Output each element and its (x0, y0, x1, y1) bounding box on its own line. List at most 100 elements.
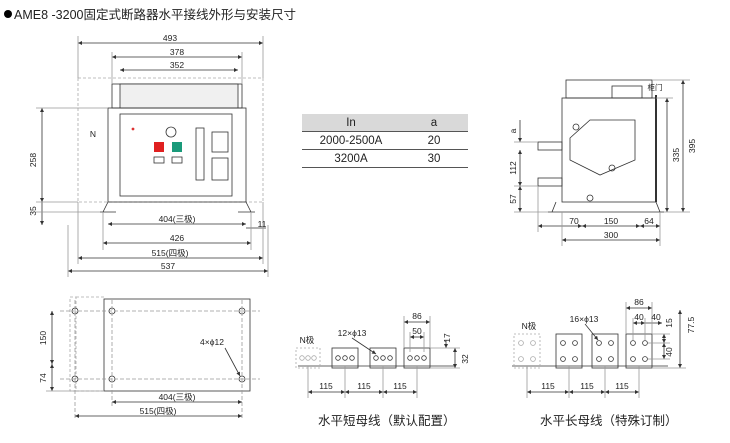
current-dimension-table: In a 2000-2500A 20 3200A 30 (302, 114, 468, 168)
side-top (565, 79, 653, 99)
dim-150: 150 (604, 216, 618, 226)
mounting-labels: 150 74 4×ϕ12 404(三极) 515(四极) (38, 331, 224, 416)
side-mechanism (569, 119, 636, 176)
pitch-115: 115 (580, 381, 594, 391)
dim-395: 395 (687, 139, 697, 153)
red-dot-icon (131, 127, 135, 131)
long-busbar-labels: N极 16×ϕ13 86 40 40 15 77.5 40 115 115 11… (522, 297, 696, 391)
dim-17: 17 (442, 333, 452, 343)
dim-32: 32 (460, 354, 470, 364)
dim-77-5: 77.5 (686, 316, 696, 333)
long-busbar-view (512, 302, 686, 398)
table-header: In (302, 114, 400, 132)
base-plate (103, 298, 251, 392)
hole-spec: 4×ϕ12 (200, 337, 224, 347)
table-row: 2000-2500A 20 (302, 131, 468, 150)
dim-150: 150 (38, 331, 48, 345)
long-busbar-caption: 水平长母线（特殊订制） (540, 414, 678, 428)
side-pivot (572, 123, 580, 131)
table-cell: 2000-2500A (302, 131, 400, 150)
short-busbar-view (295, 316, 460, 398)
table-header-row: In a (302, 114, 468, 132)
table-row: 3200A 30 (302, 149, 468, 168)
pitch-115: 115 (615, 381, 629, 391)
side-body (561, 97, 657, 203)
n-pole-label: N极 (300, 335, 315, 345)
dim-335: 335 (671, 148, 681, 162)
mounting-view (46, 296, 260, 420)
side-view (514, 79, 690, 246)
busbar-terminal (591, 333, 619, 369)
leader-line (351, 337, 377, 355)
dim-15: 15 (664, 318, 674, 328)
dim-515: 515(四极) (140, 406, 177, 416)
dim-378: 378 (170, 47, 184, 57)
indicator-circle (165, 126, 177, 138)
dim-35: 35 (28, 206, 38, 216)
title-text: AME8 -3200固定式断路器水平接线外形与安装尺寸 (14, 8, 296, 22)
label-window (171, 156, 183, 164)
side-labels: 柜门 a 112 57 335 395 70 150 64 300 (508, 82, 697, 240)
on-button-icon (172, 142, 182, 152)
front-panel (119, 113, 233, 197)
dim-515: 515(四极) (152, 248, 189, 258)
dim-537: 537 (161, 261, 175, 271)
hole-spec: 12×ϕ13 (338, 328, 367, 338)
door-label: 柜门 (648, 82, 663, 92)
short-busbar-caption: 水平短母线（默认配置） (318, 414, 456, 428)
dim-50: 50 (412, 326, 422, 336)
dim-64: 64 (644, 216, 654, 226)
dim-112: 112 (508, 161, 518, 175)
dim-258: 258 (28, 153, 38, 167)
table-cell: 30 (400, 149, 468, 168)
terminal-holes (299, 355, 427, 361)
pitch-115: 115 (319, 381, 333, 391)
side-pivot (586, 194, 594, 202)
dim-11: 11 (258, 219, 267, 229)
dim-40: 40 (664, 347, 674, 357)
dim-426: 426 (170, 233, 184, 243)
dim-86: 86 (634, 297, 644, 307)
display-window (211, 131, 229, 153)
busbar-terminal (555, 333, 583, 369)
front-labels: 493 378 352 N 258 35 404(三极) 11 426 515(… (28, 33, 267, 271)
breaker-body (107, 107, 247, 203)
side-top-block (611, 85, 643, 99)
dim-300: 300 (604, 230, 618, 240)
off-button-icon (154, 142, 164, 152)
top-panel (119, 83, 239, 109)
leader-line (224, 347, 241, 377)
n-pole-busbar (513, 333, 541, 369)
dim-404: 404(三极) (159, 214, 196, 224)
pitch-115: 115 (541, 381, 555, 391)
table-header: a (400, 114, 468, 132)
side-pivot (608, 164, 616, 172)
busbar-lower (537, 177, 563, 187)
bullet-icon (4, 10, 12, 18)
dim-40a: 40 (634, 312, 644, 322)
table-cell: 3200A (302, 149, 400, 168)
dim-a: a (508, 128, 518, 133)
display-window (211, 157, 229, 181)
dim-70: 70 (569, 216, 579, 226)
hole-spec: 16×ϕ13 (570, 314, 599, 324)
dim-352: 352 (170, 60, 184, 70)
n-pole-label: N极 (522, 321, 537, 331)
label-window (153, 156, 165, 164)
dim-86: 86 (412, 311, 422, 321)
dim-40b: 40 (651, 312, 661, 322)
busbar-terminal (625, 333, 653, 369)
front-view (36, 36, 269, 277)
page-title: AME8 -3200固定式断路器水平接线外形与安装尺寸 (4, 4, 296, 23)
dim-57: 57 (508, 194, 518, 204)
terminal-holes (518, 340, 648, 362)
short-busbar-labels: N极 12×ϕ13 86 50 17 32 115 115 115 (300, 311, 470, 391)
pitch-115: 115 (393, 381, 407, 391)
n-pole-label: N (90, 129, 96, 139)
side-feet (548, 201, 664, 213)
leader-line (584, 323, 599, 341)
table-cell: 20 (400, 131, 468, 150)
mount-feet (100, 201, 255, 213)
handle-slot (195, 127, 205, 181)
